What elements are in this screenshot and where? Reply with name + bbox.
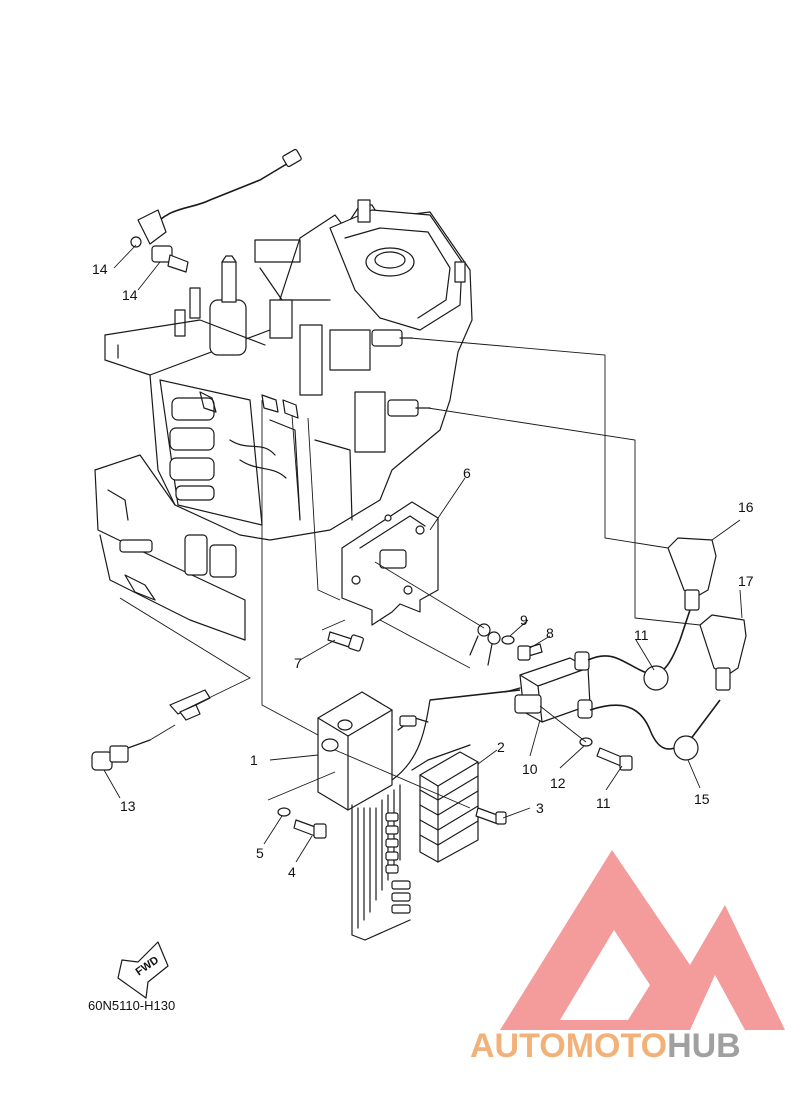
part-label-12: 11 — [596, 795, 611, 811]
part-number-labels: 14 14 6 16 17 9 8 11 7 1 2 10 3 12 11 15… — [92, 261, 754, 880]
watermark-logo — [500, 850, 785, 1030]
part-label-9: 9 — [520, 612, 528, 628]
part-label-15: 14 — [122, 287, 138, 303]
part-label-3: 3 — [536, 800, 544, 816]
diagram-code: 60N5110-H130 — [88, 998, 175, 1013]
part-label-2: 2 — [497, 739, 505, 755]
fwd-arrow: FWD — [117, 941, 169, 999]
part-label-11a: 11 — [634, 627, 649, 643]
part-label-1: 1 — [250, 752, 258, 768]
part-label-14b: 17 — [738, 573, 754, 589]
part-label-17: 13 — [120, 798, 136, 814]
ignition-coil-drawing — [429, 609, 721, 761]
part-label-13: 12 — [550, 775, 566, 791]
part-label-11b: 15 — [694, 791, 710, 807]
cdi-unit-drawing — [317, 691, 431, 941]
part-label-4: 4 — [288, 864, 296, 880]
part-label-10: 10 — [522, 761, 538, 777]
triangle-logo-icon — [500, 850, 785, 1030]
part-label-7: 7 — [294, 655, 302, 671]
part-label-14a: 16 — [738, 499, 754, 515]
part-label-8: 8 — [546, 625, 554, 641]
watermark-text-part2: HUB — [667, 1027, 741, 1065]
rectifier-drawing — [411, 744, 479, 863]
part-label-16: 14 — [92, 261, 108, 277]
engine-block-drawing — [104, 199, 473, 541]
fasteners-drawing — [91, 148, 633, 839]
leader-lines — [103, 244, 743, 863]
spark-plug-cap-drawing — [667, 537, 747, 691]
lower-cowling-drawing — [94, 454, 246, 641]
watermark-text-part1: AUTOMOTO — [470, 1027, 667, 1065]
part-label-5: 5 — [256, 845, 264, 861]
part-label-6: 6 — [463, 465, 471, 481]
watermark-text: AUTOMOTOHUB — [470, 1027, 741, 1065]
bracket-drawing — [341, 501, 439, 626]
